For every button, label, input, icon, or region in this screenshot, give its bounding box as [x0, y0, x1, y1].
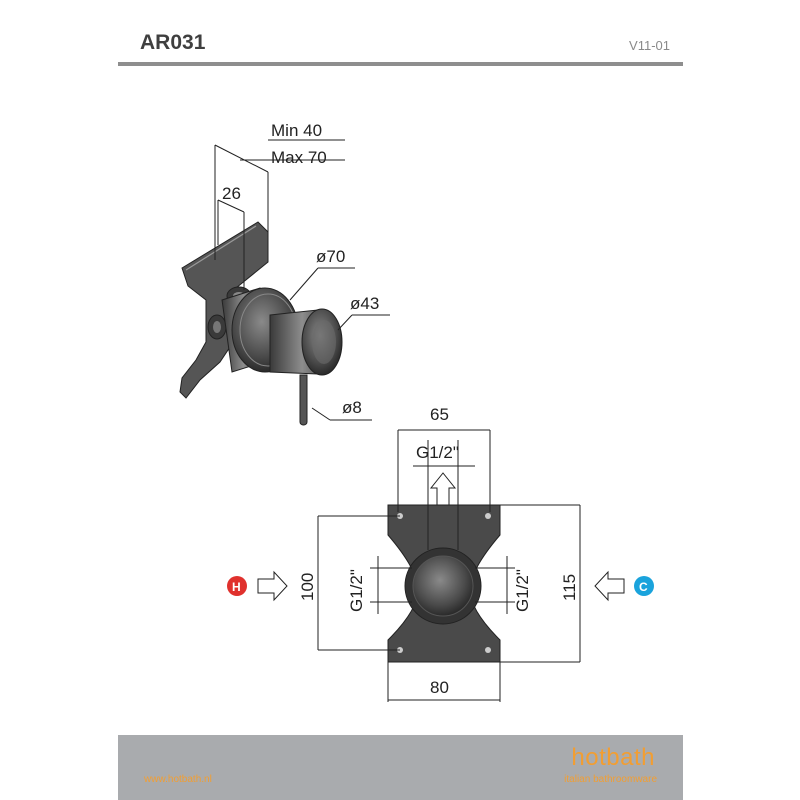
front-dim-65: 65 — [430, 405, 449, 424]
page-title: AR031 — [140, 31, 206, 54]
front-view: 65 G1/2" G1/2" G1/2" 100 115 80 — [227, 405, 654, 702]
iso-dim-dia8: ø8 — [342, 398, 362, 417]
iso-dim-26: 26 — [222, 184, 241, 203]
iso-lever — [299, 374, 308, 426]
brand-logo-text: hotbath — [571, 744, 655, 771]
cold-water-icon — [634, 576, 654, 596]
front-outlet-top: G1/2" — [416, 443, 459, 462]
front-dim-100: 100 — [298, 573, 317, 601]
header-divider — [118, 62, 683, 66]
footer-website-link[interactable]: www.hotbath.nl — [144, 774, 212, 785]
hot-inlet-arrow — [257, 570, 288, 602]
front-inlet-left: G1/2" — [347, 569, 366, 612]
front-inlet-right: G1/2" — [513, 569, 532, 612]
hot-water-icon — [227, 576, 247, 596]
iso-dim-max: Max 70 — [271, 148, 327, 167]
iso-view: Min 40 Max 70 26 ø70 ø43 ø8 — [179, 121, 390, 426]
iso-dim-dia43: ø43 — [350, 294, 379, 313]
hot-label: H — [232, 580, 241, 594]
brand-tagline: italian bathroomware — [564, 774, 657, 785]
cold-label: C — [639, 580, 648, 594]
front-dim-115: 115 — [560, 574, 579, 601]
iso-dim-min: Min 40 — [271, 121, 322, 140]
cold-inlet-arrow — [594, 570, 625, 602]
front-dim-80: 80 — [430, 678, 449, 697]
footer-bar: www.hotbath.nl hotbath italian bathroomw… — [118, 735, 683, 800]
iso-dim-dia70: ø70 — [316, 247, 345, 266]
outlet-arrow — [429, 472, 457, 506]
version-label: V11-01 — [629, 38, 670, 53]
